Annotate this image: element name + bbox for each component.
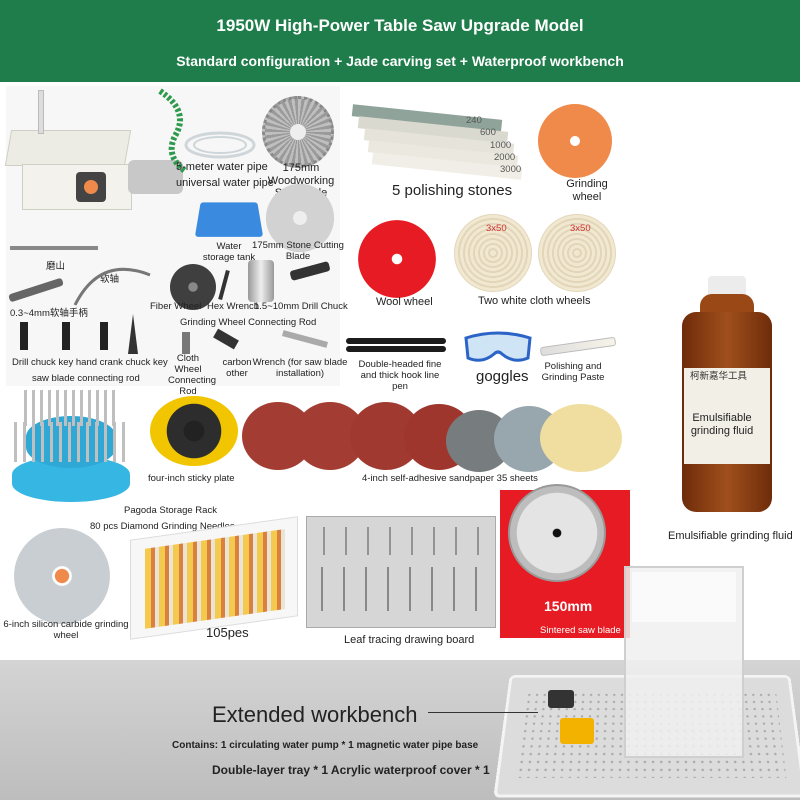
chuck-key-image (20, 322, 28, 350)
chuck-key-label: Drill chuck key hand crank chuck key (12, 357, 168, 368)
leaf-board-image (306, 516, 496, 628)
fiber-wheel-image (170, 264, 216, 310)
fluid-inner-label: Emulsifiable grinding fluid (690, 412, 754, 437)
wool-wheel-label: Wool wheel (376, 296, 433, 308)
grit-2000: 2000 (494, 152, 516, 163)
workbench-title: Extended workbench (212, 702, 418, 727)
paste-image (539, 336, 617, 357)
page-subtitle: Standard configuration + Jade carving se… (176, 53, 624, 69)
grinding-wheel-image (538, 104, 612, 178)
needles-label: 80 pcs Diamond Grinding Needles (90, 521, 235, 532)
sintered-size: 150mm (544, 598, 593, 614)
cloth-wheel-2-image (538, 214, 616, 292)
bottle-brand: 柯新嘉华工具 (690, 371, 748, 382)
header-banner: 1950W High-Power Table Saw Upgrade Model… (0, 0, 800, 82)
grit-1000: 1000 (490, 140, 512, 151)
cloth-size-2: 3x50 (570, 223, 591, 234)
goggles-label: goggles (476, 368, 529, 385)
sic-wheel-label: 6-inch silicon carbide grinding wheel (3, 619, 129, 641)
water-pipe-image (184, 131, 256, 159)
leaf-board-label: Leaf tracing drawing board (344, 634, 475, 646)
sticky-plate-label: four-inch sticky plate (148, 473, 235, 484)
saw-rod-image (128, 314, 138, 354)
cloth-wheel-1-image (454, 214, 532, 292)
blade-hub (290, 124, 306, 140)
water-pipe-label: 5-meter water pipe (176, 161, 268, 173)
drill-chuck-image (248, 260, 274, 302)
wool-wheel-image (358, 220, 436, 298)
cn-label-1: 磨山 (46, 261, 66, 272)
flex-shaft-image (73, 267, 151, 306)
bits-count-label: 105pes (206, 625, 249, 640)
sic-wheel-image (14, 528, 110, 624)
cn-label-2: 软轴 (100, 274, 120, 285)
sintered-blade-image (508, 484, 606, 582)
water-hose-image (158, 88, 187, 174)
workbench-tray: Double-layer tray * 1 Acrylic waterproof… (212, 763, 490, 777)
page-title: 1950W High-Power Table Saw Upgrade Model (216, 16, 584, 35)
hand-crank-image (100, 322, 108, 350)
water-tank-image (194, 202, 264, 237)
pen-image (346, 346, 446, 352)
grit-3000: 3000 (500, 164, 522, 175)
rod-image (10, 246, 98, 250)
grinding-rod-label: Grinding Wheel Connecting Rod (180, 317, 317, 328)
paste-label: Polishing and Grinding Paste (541, 361, 605, 383)
stone-blade-label: 175mm Stone Cutting Blade (252, 240, 344, 262)
fiber-wheel-label: Fiber Wheel (150, 301, 202, 312)
cloth-rod-label: Cloth Wheel Connecting Rod (168, 353, 217, 397)
pagoda-label: Pagoda Storage Rack (124, 505, 217, 516)
acrylic-cover-image (624, 566, 744, 758)
pen-image-2 (346, 338, 446, 344)
water-pump-image (560, 718, 594, 744)
hex-wrench-label: Hex Wrench (207, 301, 260, 312)
pump-base-image (548, 690, 574, 708)
sticky-plate-image (150, 396, 238, 466)
sintered-label: Sintered saw blade (540, 625, 621, 636)
drill-chuck-label: 1.5~10mm Drill Chuck (254, 301, 348, 312)
fluid-bottle-image (678, 276, 776, 512)
grit-600: 600 (480, 127, 496, 138)
grinding-wheel-label: Grinding wheel (566, 178, 608, 203)
workbench-contains: Contains: 1 circulating water pump * 1 m… (172, 740, 479, 751)
goggles-image (464, 331, 532, 362)
chuck-key-image-2 (62, 322, 70, 350)
stone-blade-image (266, 184, 334, 252)
pens-label: Double-headed fine and thick hook line p… (358, 359, 442, 392)
table-saw-image (4, 90, 183, 220)
water-tank-label: Water storage tank (202, 241, 256, 263)
cloth-size-1: 3x50 (486, 223, 507, 234)
grit-240: 240 (466, 115, 482, 126)
pagoda-rack-image (8, 386, 134, 512)
universal-pipe-label: universal water pipe (176, 177, 274, 189)
cloth-wheels-label: Two white cloth wheels (478, 295, 591, 307)
polishing-stones-label: 5 polishing stones (392, 182, 513, 199)
wrench-label: Wrench (for saw blade installation) (252, 357, 348, 379)
bits-box-image (130, 516, 298, 640)
saw-rod-label: saw blade connecting rod (32, 373, 140, 384)
sandpaper-label: 4-inch self-adhesive sandpaper 35 sheets (362, 473, 538, 484)
cloth-rod-image (182, 332, 190, 354)
sandpaper-7 (540, 404, 622, 472)
callout-line (428, 712, 538, 713)
flex-shaft-label: 0.3~4mm软轴手柄 (10, 308, 88, 319)
carbon-label: carbon other (222, 357, 252, 379)
fluid-label: Emulsifiable grinding fluid (668, 530, 793, 542)
